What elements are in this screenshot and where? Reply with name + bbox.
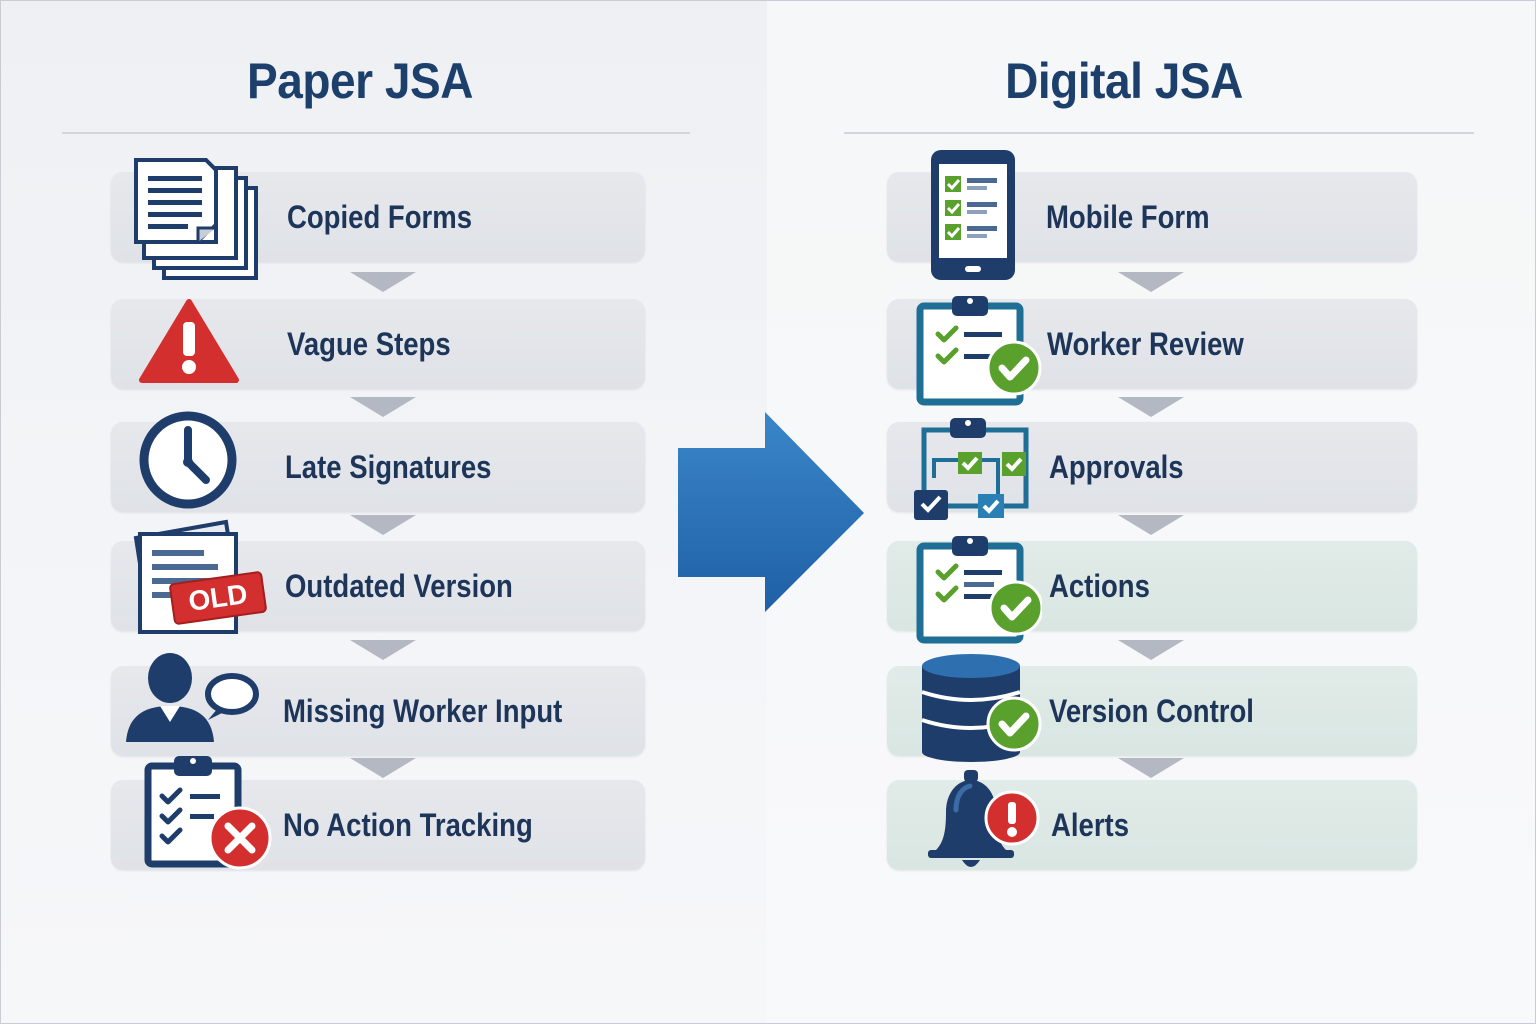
connector-arrow (350, 640, 416, 660)
left-divider (62, 132, 690, 134)
clipboard-x-icon (144, 756, 272, 870)
item-label: No Action Tracking (283, 807, 533, 843)
right-arrow-icon (678, 412, 864, 612)
database-check-icon (921, 654, 1042, 762)
old-document-icon: OLD (133, 519, 267, 634)
item-label: Late Signatures (285, 449, 492, 485)
connector-arrow (350, 515, 416, 535)
digital-jsa-title: Digital JSA (1005, 53, 1243, 109)
connector-arrow (1118, 272, 1184, 292)
clipboard-check-icon (916, 296, 1042, 406)
item-label: Missing Worker Input (283, 693, 563, 729)
right-divider (844, 132, 1474, 134)
clock-icon (139, 411, 237, 509)
bell-alert-icon (928, 770, 1040, 867)
item-label: Alerts (1051, 807, 1130, 843)
item-label: Outdated Version (285, 568, 513, 604)
connector-arrow (1118, 758, 1184, 778)
connector-arrow (1118, 640, 1184, 660)
connector-arrow (350, 758, 416, 778)
item-label: Worker Review (1047, 326, 1244, 362)
approval-flow-icon (914, 418, 1029, 520)
item-label: Approvals (1049, 449, 1184, 485)
connector-arrow (1118, 515, 1184, 535)
connector-arrow (1118, 397, 1184, 417)
item-label: Version Control (1049, 693, 1254, 729)
mobile-checklist-icon (931, 150, 1015, 280)
clipboard-check-icon (916, 536, 1042, 644)
paper-jsa-panel (0, 0, 767, 1024)
item-label: Vague Steps (287, 326, 451, 362)
worker-speech-icon (126, 653, 259, 742)
stacked-papers-icon (134, 158, 258, 280)
item-label: Copied Forms (287, 199, 473, 235)
digital-jsa-panel (767, 0, 1536, 1024)
connector-arrow (350, 272, 416, 292)
item-label: Mobile Form (1046, 199, 1210, 235)
warning-triangle-icon (139, 299, 239, 383)
paper-jsa-title: Paper JSA (247, 53, 473, 109)
connector-arrow (350, 397, 416, 417)
item-label: Actions (1049, 568, 1150, 604)
